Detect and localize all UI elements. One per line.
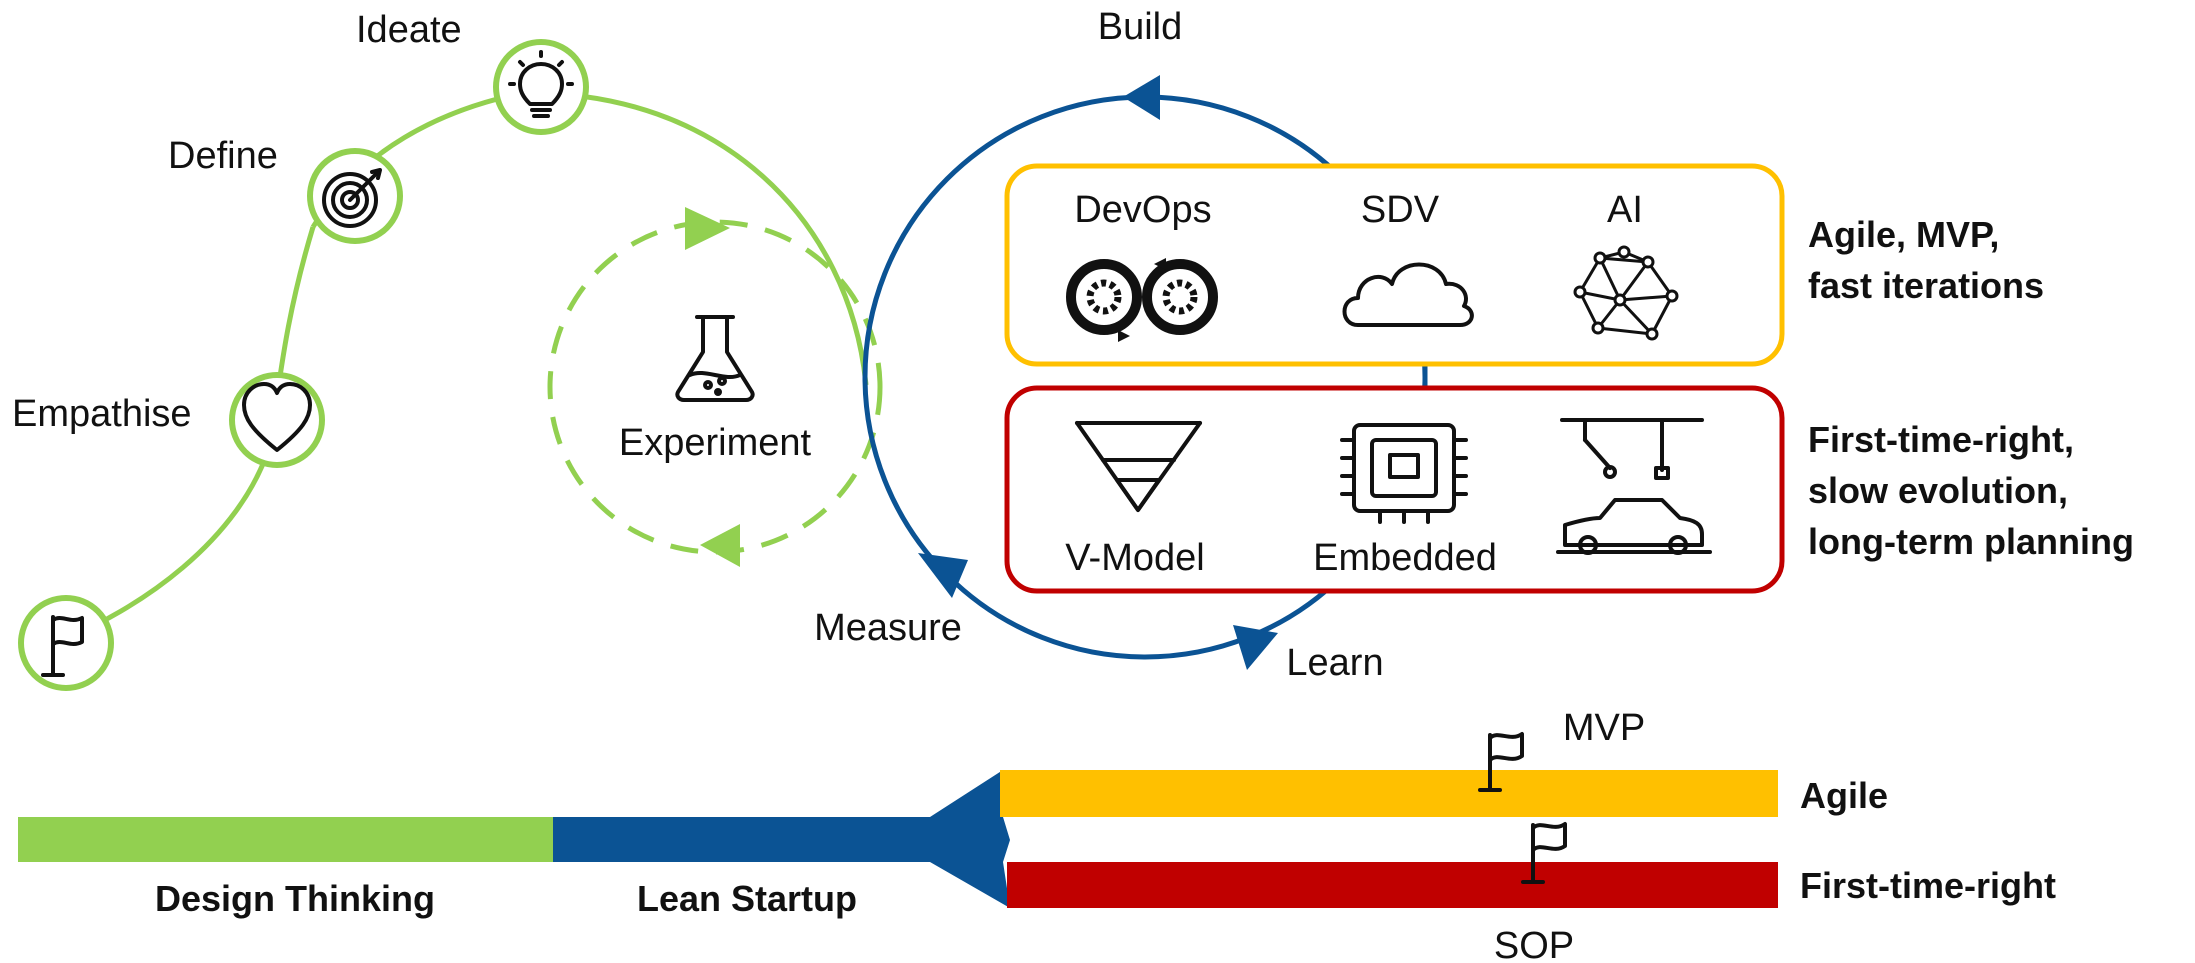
timeline: Design Thinking Lean Startup Agile First… [18, 707, 2056, 963]
design-thinking-label: Design Thinking [155, 878, 435, 919]
build-arrow-icon [1123, 75, 1160, 120]
neural-network-icon [1573, 245, 1679, 341]
ai-label: AI [1607, 189, 1643, 231]
sop-flag-icon [1521, 822, 1567, 884]
chip-icon [1340, 423, 1468, 524]
lightbulb-icon [508, 50, 574, 118]
mvp-label: MVP [1563, 707, 1645, 749]
sop-label: SOP [1494, 925, 1574, 963]
agile-caption-line-1: Agile, MVP, [1808, 214, 1999, 255]
agile-label: Agile [1800, 775, 1888, 816]
robot-arm-car-icon [1556, 418, 1712, 555]
ftr-caption: First-time-right, slow evolution, long-t… [1808, 419, 2134, 562]
learn-arrow-icon [1233, 625, 1278, 670]
design-thinking-bar [18, 817, 553, 862]
measure-arrow-icon [918, 553, 968, 598]
step-define: Define [168, 135, 403, 244]
sdv-label: SDV [1361, 189, 1440, 231]
ideate-label: Ideate [356, 9, 462, 51]
measure-label: Measure [814, 607, 962, 649]
step-start [18, 595, 114, 691]
agile-box: DevOps SDV AI [1004, 163, 1785, 367]
agile-caption: Agile, MVP, fast iterations [1808, 214, 2044, 306]
arrow-right-icon [685, 207, 730, 250]
define-label: Define [168, 135, 278, 177]
cloud-icon [1342, 262, 1474, 327]
learn-label: Learn [1286, 642, 1383, 684]
lean-startup-cycle: Build Measure Learn [814, 6, 1428, 684]
lean-startup-bar [553, 817, 933, 862]
ftr-caption-line-2: slow evolution, [1808, 470, 2068, 511]
target-icon [322, 168, 382, 228]
embedded-label: Embedded [1313, 537, 1497, 579]
heart-icon [242, 382, 312, 452]
ftr-caption-line-1: First-time-right, [1808, 419, 2074, 460]
v-model-icon [1075, 421, 1202, 512]
step-empathise: Empathise [12, 372, 325, 468]
empathise-label: Empathise [12, 393, 192, 435]
experiment-label: Experiment [619, 422, 812, 464]
devops-gears-icon [1066, 258, 1218, 342]
build-label: Build [1098, 6, 1183, 48]
lean-startup-label: Lean Startup [637, 878, 857, 919]
arrow-left-icon [700, 524, 740, 567]
agile-caption-line-2: fast iterations [1808, 265, 2044, 306]
first-time-right-bar [1007, 862, 1778, 908]
v-model-label: V-Model [1065, 537, 1204, 579]
ftr-caption-line-3: long-term planning [1808, 521, 2134, 562]
mvp-flag-icon [1478, 732, 1524, 792]
fork-shape [930, 770, 1010, 908]
agile-bar [1000, 770, 1778, 817]
flask-icon [675, 315, 755, 402]
flag-icon [41, 615, 84, 677]
devops-label: DevOps [1074, 189, 1211, 231]
first-time-right-box: V-Model Embedded [1004, 385, 1785, 594]
experiment-loop: Experiment [547, 207, 883, 567]
step-ideate: Ideate [356, 9, 589, 135]
first-time-right-label: First-time-right [1800, 865, 2056, 906]
